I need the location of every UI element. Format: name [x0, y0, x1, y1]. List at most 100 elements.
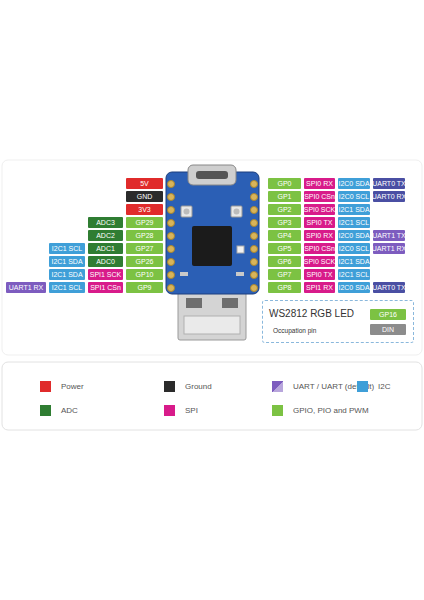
- button-cap: [234, 209, 240, 215]
- pin-label: SPI1 SCK: [88, 269, 123, 280]
- pin-name: GP6: [277, 256, 291, 267]
- pin-label: GP2: [268, 204, 301, 215]
- pcb: [166, 172, 259, 294]
- pin-name: ADC1: [96, 243, 115, 254]
- led-title: WS2812 RGB LED: [269, 308, 354, 319]
- pin-name: SPI0 RX: [306, 178, 333, 189]
- pin-name: I2C0 SDA: [338, 230, 369, 241]
- pin-label: ADC2: [88, 230, 123, 241]
- pin-label: I2C1 SDA: [49, 256, 85, 267]
- pin-label: DIN: [370, 324, 406, 335]
- pin-name: GP10: [136, 269, 154, 280]
- pin-name: SPI1 SCK: [90, 269, 122, 280]
- pin-name: GP8: [277, 282, 291, 293]
- legend-swatch: [164, 405, 175, 416]
- pin-label: GP9: [126, 282, 163, 293]
- pin-label: GP4: [268, 230, 301, 241]
- led-note: Occupation pin: [273, 327, 316, 334]
- pin-name: UART1 RX: [9, 282, 44, 293]
- pin-name: I2C0 SDA: [338, 282, 369, 293]
- pin-label: SPI1 RX: [304, 282, 335, 293]
- pin-name: I2C0 SCL: [339, 191, 369, 202]
- swatch-shade: [272, 381, 283, 392]
- pin-label: ADC0: [88, 256, 123, 267]
- pin-name: GP27: [136, 243, 154, 254]
- legend-swatch: [272, 405, 283, 416]
- pin-name: UART0 TX: [372, 178, 406, 189]
- legend-text: GPIO, PIO and PWM: [293, 406, 369, 415]
- rp2040-chip: [192, 226, 232, 266]
- legend-text: ADC: [61, 406, 78, 415]
- legend-swatch: [40, 381, 51, 392]
- pin-label: GP29: [126, 217, 163, 228]
- pin-name: SPI0 TX: [307, 217, 333, 228]
- pin-name: SPI1 CSn: [90, 282, 121, 293]
- pin-label: ADC1: [88, 243, 123, 254]
- pin-label: SPI0 CSn: [304, 191, 335, 202]
- pin-name: SPI0 SCK: [304, 256, 336, 267]
- pin-name: ADC2: [96, 230, 115, 241]
- pin-label: GP7: [268, 269, 301, 280]
- pin-name: SPI1 RX: [306, 282, 333, 293]
- top-panel: [2, 160, 422, 355]
- pin-name: I2C1 SDA: [338, 256, 369, 267]
- pin-label: I2C1 SDA: [338, 256, 370, 267]
- pin-name: GP5: [277, 243, 291, 254]
- legend-text: SPI: [185, 406, 198, 415]
- pin-name: GP28: [136, 230, 154, 241]
- pin-label: UART1 RX: [6, 282, 46, 293]
- legend-text: I2C: [378, 382, 390, 391]
- pin-name: SPI0 CSn: [304, 243, 335, 254]
- pin-label: UART1 TX: [373, 230, 405, 241]
- pin-name: SPI0 TX: [307, 269, 333, 280]
- pin-label: GP28: [126, 230, 163, 241]
- pin-name: ADC3: [96, 217, 115, 228]
- pin-name: GP3: [277, 217, 291, 228]
- pin-label: I2C1 SDA: [338, 204, 370, 215]
- pin-name: I2C1 SCL: [339, 217, 369, 228]
- pin-label: 3V3: [126, 204, 163, 215]
- pin-label: SPI1 CSn: [88, 282, 123, 293]
- pin-name: I2C1 SDA: [51, 269, 82, 280]
- pin-name: 5V: [140, 178, 149, 189]
- legend-swatch: [272, 381, 283, 392]
- pin-name: GP1: [277, 191, 291, 202]
- pin-label: GP3: [268, 217, 301, 228]
- pin-label: SPI0 TX: [304, 217, 335, 228]
- pin-name: SPI0 CSn: [304, 191, 335, 202]
- legend-swatch: [164, 381, 175, 392]
- pin-label: GP16: [370, 309, 406, 320]
- pin-label: SPI0 SCK: [304, 256, 335, 267]
- legend-item: ADC: [40, 405, 78, 416]
- usb-a-window: [186, 298, 202, 308]
- pin-label: I2C0 SCL: [338, 243, 370, 254]
- pin-name: I2C0 SDA: [338, 178, 369, 189]
- pin-label: 5V: [126, 178, 163, 189]
- pin-label: I2C0 SDA: [338, 178, 370, 189]
- pin-name: I2C1 SDA: [338, 204, 369, 215]
- legend-item: GPIO, PIO and PWM: [272, 405, 369, 416]
- pin-name: GP2: [277, 204, 291, 215]
- pin-label: SPI0 RX: [304, 230, 335, 241]
- led-info-box: WS2812 RGB LED Occupation pin GP16DIN: [262, 300, 414, 343]
- pin-name: GP16: [379, 309, 397, 320]
- pin-label: UART0 RX: [373, 191, 405, 202]
- pin-label: GP5: [268, 243, 301, 254]
- legend-text: Ground: [185, 382, 212, 391]
- pin-label: GP10: [126, 269, 163, 280]
- smd-part: [236, 272, 244, 276]
- pin-name: GP4: [277, 230, 291, 241]
- pin-label: GP26: [126, 256, 163, 267]
- legend-item: I2C: [357, 381, 390, 392]
- pin-label: GP6: [268, 256, 301, 267]
- legend-item: SPI: [164, 405, 198, 416]
- pin-label: SPI0 SCK: [304, 204, 335, 215]
- legend-item: Ground: [164, 381, 212, 392]
- pin-label: UART0 TX: [373, 282, 405, 293]
- pin-name: GP7: [277, 269, 291, 280]
- pin-label: I2C1 SCL: [338, 269, 370, 280]
- pin-name: ADC0: [96, 256, 115, 267]
- legend-swatch: [357, 381, 368, 392]
- usb-c-connector: [188, 165, 236, 185]
- pin-name: DIN: [382, 324, 394, 335]
